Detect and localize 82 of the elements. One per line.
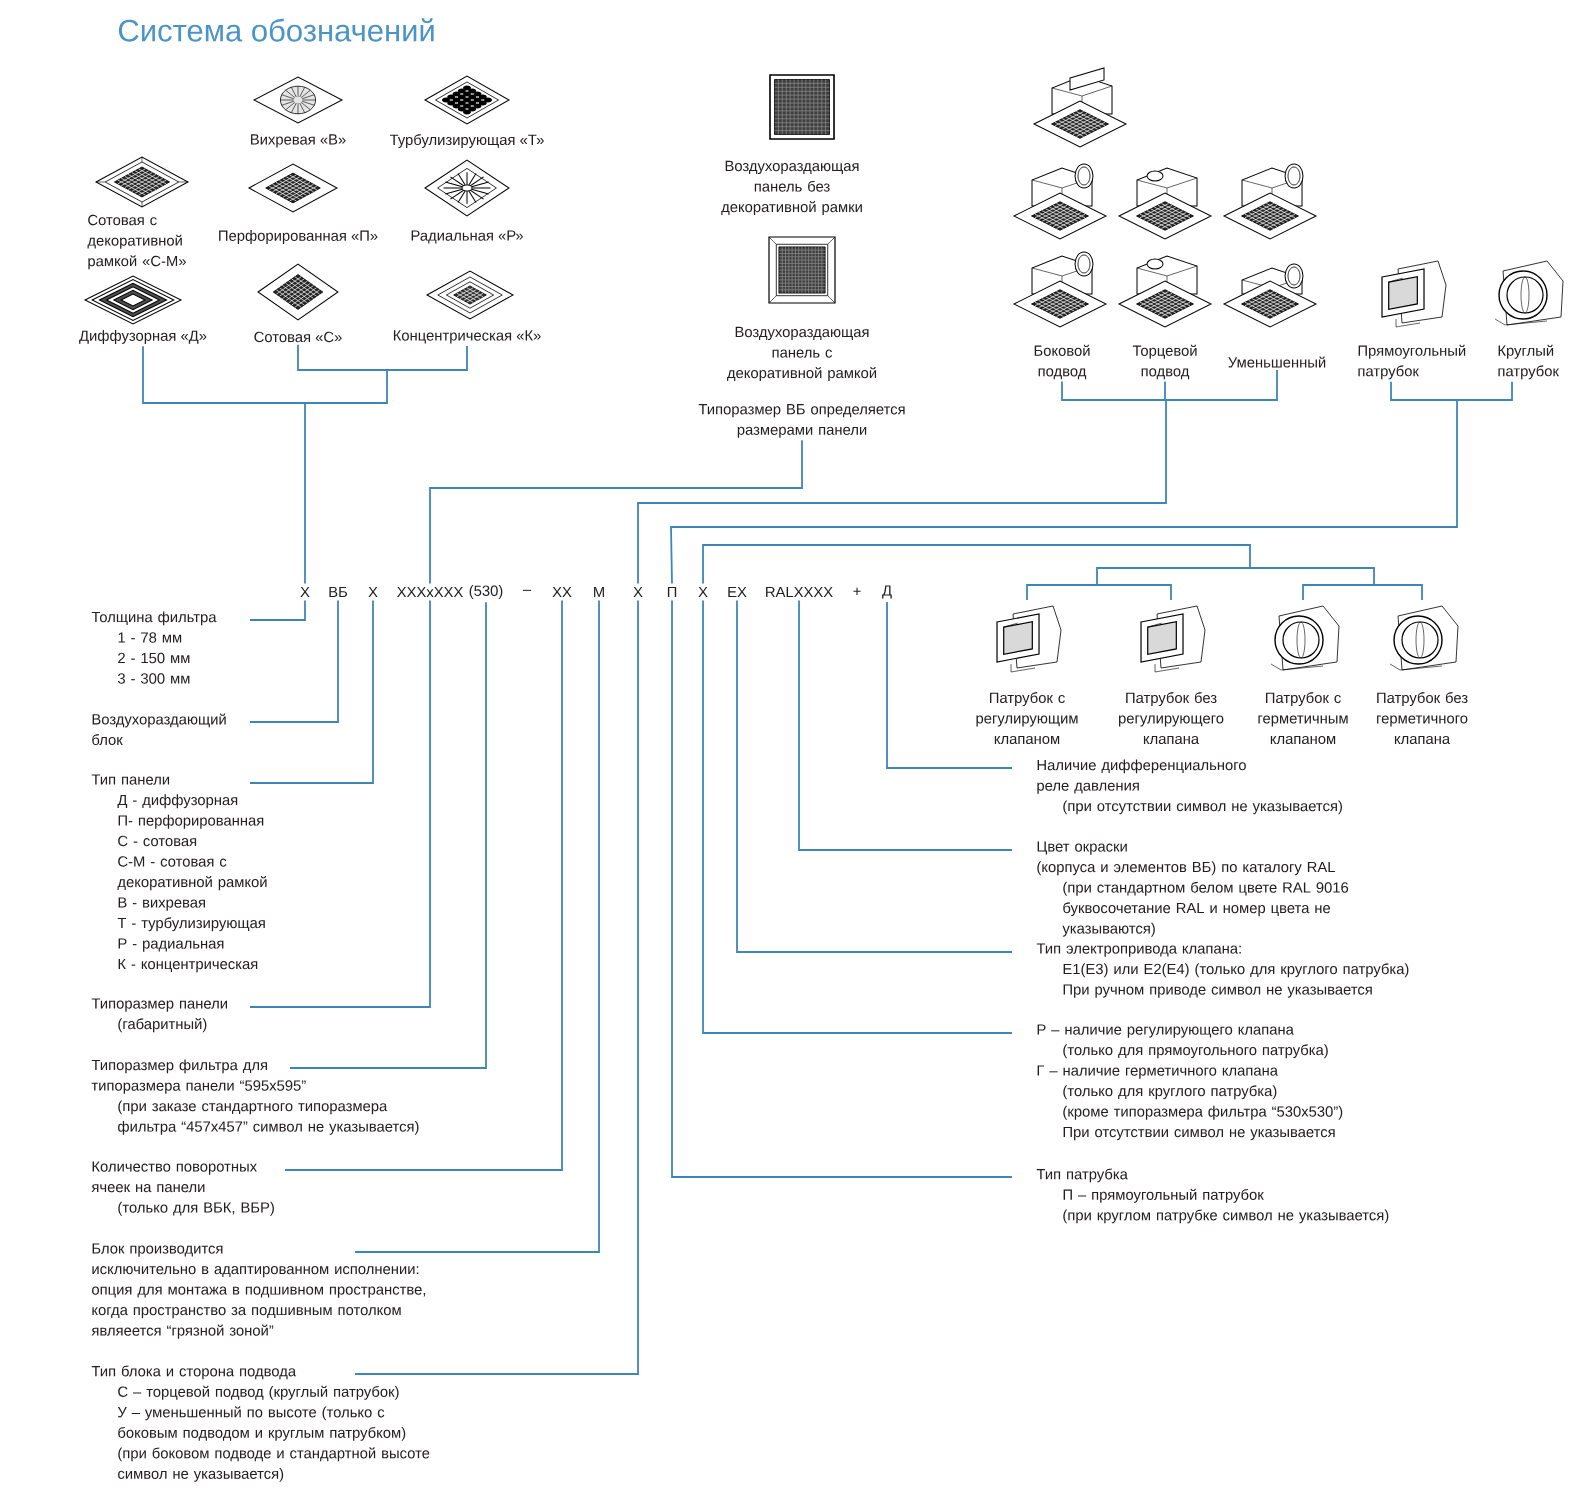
connector-line (297, 343, 388, 371)
leader-line (249, 599, 339, 723)
code-letter: П (667, 586, 677, 598)
connector-line (1164, 380, 1167, 401)
connector-line (1302, 584, 1375, 601)
caption: Типоразмер ВБ определяется размерами панели (698, 404, 905, 438)
code-separator: – (522, 589, 532, 591)
leader-line (289, 601, 487, 1069)
connector-line (1373, 584, 1423, 601)
caption: Сотовая «С» (254, 331, 342, 343)
description-text: Типоразмер панели (габаритный) (91, 998, 227, 1033)
description-text: Цвет окраски (корпуса и элементов ВБ) по каталогу RAL (при стандартном белом цвете RAL 9016 буквосочетание RAL и номер цвета не указываются) (1037, 841, 1349, 937)
caption: Перфорированная «П» (219, 230, 378, 244)
code-separator: + (853, 587, 861, 595)
caption: Уменьшенный (1228, 356, 1326, 368)
description-text: Тип блока и сторона подвода С – торцевой подвод (круглый патрубок) У – уменьшенный по высоте (только с боковым подводом и круглым патрубком) (при боковом подводе и стандартной высоте символ не указывается) (91, 1365, 430, 1482)
connector-line (1165, 369, 1278, 401)
connector-line (1061, 380, 1167, 401)
caption: Воздухораздающая панель без декоративной рамки (721, 160, 862, 216)
description-text: Тип электропривода клапана: E1(E3) или E2(E4) (только для круглого патрубка) При ручном приводе символ не указывается (1036, 943, 1409, 998)
leader-line (736, 599, 1013, 953)
connector-line (429, 439, 803, 585)
leader-line (249, 599, 306, 621)
connector-line (1096, 584, 1172, 601)
caption: Патрубок без герметичного клапана (1377, 692, 1468, 745)
caption: Сотовая с декоративной рамкой «С-М» (87, 214, 186, 270)
caption: Диффузорная «Д» (79, 330, 207, 344)
description-text: Р – наличие регулирующего клапана (только для прямоугольного патрубка) Г – наличие герметичного клапана (только для круглого патрубка) (кроме типоразмера фильтра “530x530”) При отсутствии символ не указывается (1037, 1024, 1343, 1141)
connector-line (386, 345, 468, 371)
leader-line (284, 599, 563, 1171)
code-letter: EX (728, 586, 747, 598)
code-letter: M (594, 586, 604, 598)
connector-line (304, 402, 306, 585)
description-text: Блок производится исключительно в адаптированном исполнении: опция для монтажа в подшивном пространстве, когда пространство за подшивным потолком являеется “грязной зоной” (91, 1243, 426, 1339)
description-text: Тип патрубка П – прямоугольный патрубок (при круглом патрубке символ не указывается) (1036, 1168, 1389, 1224)
code-letter: RALXXXX (766, 586, 833, 598)
connector-line (637, 399, 1167, 585)
description-text: Наличие дифференциального реле давления (при отсутствии символ не указывается) (1037, 759, 1342, 815)
code-letter: Д (882, 585, 892, 599)
leader-line (702, 599, 1013, 1034)
caption: Патрубок с герметичным клапаном (1258, 692, 1348, 745)
connector-line (670, 399, 1458, 585)
caption: Турбулизирующая «Т» (389, 134, 544, 148)
code-letter: (530) (469, 585, 503, 599)
caption: Круглый патрубок (1498, 344, 1559, 380)
caption: Торцевой подвод (1132, 344, 1197, 380)
caption: Патрубок с регулирующим клапаном (976, 692, 1078, 745)
caption: Воздухораздающая панель с декоративной рамкой (727, 326, 877, 382)
description-text: Типоразмер фильтра для типоразмера панели “595x595” (при заказе стандартного типоразмера фильтра “457x457” символ не указывается) (91, 1059, 419, 1135)
connector-line (1390, 380, 1458, 401)
connector-line (1026, 584, 1098, 601)
code-letter: X (300, 586, 310, 598)
code-letter: X (368, 586, 378, 598)
caption: Прямоугольный патрубок (1358, 344, 1466, 380)
connector-line (142, 345, 306, 404)
description-text: Количество поворотных ячеек на панели (только для ВБК, ВБР) (91, 1161, 274, 1216)
code-letter: XX (552, 586, 572, 598)
title: Система обозначений (118, 18, 434, 42)
description-text: Тип панели Д - диффузорная П- перфорированная С - сотовая С-М - сотовая с декоративной рамкой В - вихревая Т - турбулизирующая Р - радиальная К - концентрическая (91, 774, 267, 973)
code-letter: ВБ (329, 586, 347, 598)
connector-line (1456, 380, 1513, 401)
connector-line (1096, 567, 1251, 586)
connector-line (1249, 567, 1375, 586)
leader-line (354, 599, 600, 1253)
leader-line (249, 599, 374, 784)
leader-line (671, 599, 1013, 1178)
caption: Радиальная «Р» (411, 230, 523, 244)
caption: Боковой подвод (1034, 344, 1090, 380)
caption: Патрубок без регулирующего клапана (1119, 692, 1224, 745)
code-letter: X (698, 586, 708, 598)
code-letter: X (633, 586, 643, 598)
connector-line (304, 369, 388, 404)
connector-line (702, 544, 1251, 585)
caption: Концентрическая «К» (393, 330, 541, 344)
leader-line (249, 599, 431, 1008)
description-text: Толщина фильтра 1 - 78 мм 2 - 150 мм 3 - 300 мм (91, 611, 217, 684)
description-text: Воздухораздающий блок (92, 713, 226, 746)
leader-line (354, 599, 639, 1375)
caption: Вихревая «В» (251, 134, 346, 148)
leader-line (798, 599, 1013, 851)
code-letter: XXXxXXX (397, 586, 463, 598)
leader-line (886, 601, 1013, 769)
